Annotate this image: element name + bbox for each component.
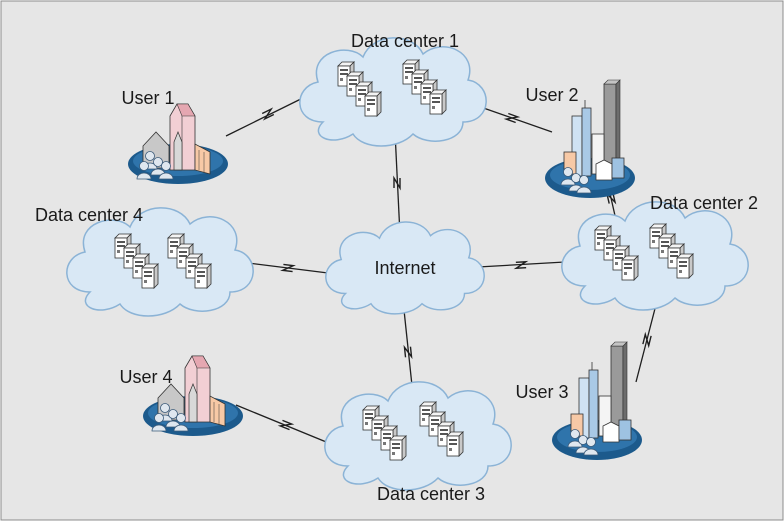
cloud-icon	[324, 381, 512, 491]
data-center-2	[561, 201, 749, 311]
link-dc2-user3	[635, 296, 659, 383]
data-center-3	[324, 381, 512, 491]
user-4-label: User 4	[119, 367, 172, 387]
link-internet-dc2	[477, 261, 566, 269]
link-user4-dc3	[235, 404, 337, 447]
internet-label: Internet	[374, 258, 435, 278]
data-center-3-label: Data center 3	[377, 484, 485, 504]
link-internet-dc3	[403, 309, 414, 396]
data-center-4-label: Data center 4	[35, 205, 143, 225]
user-2-label: User 2	[525, 85, 578, 105]
data-center-1	[299, 37, 487, 147]
link-dc1-internet	[393, 131, 401, 236]
cloud-icon	[561, 201, 749, 311]
cloud-icon	[299, 37, 487, 147]
data-center-1-label: Data center 1	[351, 31, 459, 51]
data-center-2-label: Data center 2	[650, 193, 758, 213]
user-1-label: User 1	[121, 88, 174, 108]
user-3-label: User 3	[515, 382, 568, 402]
link-dc4-internet	[247, 262, 329, 274]
